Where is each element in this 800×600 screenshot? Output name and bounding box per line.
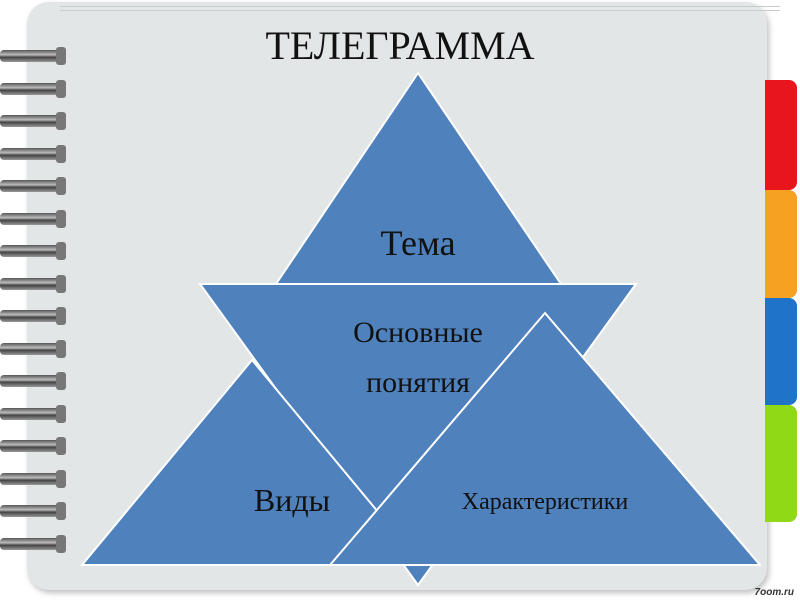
spiral-ring — [0, 209, 66, 228]
spiral-ring — [0, 502, 66, 520]
spiral-ring — [0, 534, 66, 553]
tab-blue — [765, 298, 797, 405]
tab-red — [765, 80, 797, 190]
tab-orange — [765, 190, 797, 298]
label-topic: Тема — [380, 223, 456, 263]
spiral-ring — [0, 112, 66, 130]
page-edge — [60, 10, 780, 11]
spiral-ring — [0, 372, 66, 390]
spiral-ring — [0, 404, 66, 423]
spiral-ring — [0, 79, 66, 98]
spiral-ring — [0, 307, 66, 325]
spiral-ring — [0, 339, 66, 358]
triangle-left — [79, 358, 425, 566]
label-types: Виды — [253, 482, 331, 518]
tab-green — [765, 405, 797, 522]
spiral-ring — [0, 469, 66, 488]
spiral-ring — [0, 177, 66, 195]
label-concepts-2: понятия — [366, 366, 470, 399]
page-edge — [60, 6, 780, 7]
spiral-ring — [0, 144, 66, 163]
watermark: 7oom.ru — [754, 587, 794, 598]
spiral-ring — [0, 47, 66, 65]
label-concepts-1: Основные — [353, 316, 483, 349]
slide-title: ТЕЛЕГРАММА — [265, 23, 535, 68]
spiral-ring — [0, 242, 66, 260]
triangle-right — [327, 311, 763, 566]
spiral-ring — [0, 437, 66, 455]
spiral-ring — [0, 274, 66, 293]
label-characteristics: Характеристики — [461, 489, 629, 515]
